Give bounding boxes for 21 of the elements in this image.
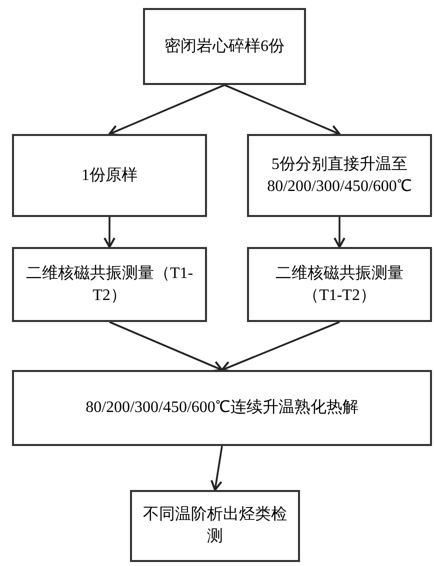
box-label: 80/200/300/450/600℃连续升温熟化热解 bbox=[86, 398, 358, 418]
arrow bbox=[221, 321, 340, 372]
process-box bbox=[12, 134, 207, 217]
process-box bbox=[143, 8, 306, 85]
arrow bbox=[334, 217, 346, 248]
arrow bbox=[210, 446, 223, 491]
arrow bbox=[108, 84, 225, 136]
arrow bbox=[109, 321, 223, 372]
process-box bbox=[247, 134, 432, 217]
box-label: 不同温阶析出烃类检测 bbox=[142, 504, 288, 547]
box-label: 二维核磁共振测量（T1-T2） bbox=[274, 264, 404, 306]
arrow bbox=[224, 84, 340, 136]
box-label: 密闭岩心碎样6份 bbox=[164, 36, 284, 57]
process-box bbox=[247, 247, 432, 322]
arrow bbox=[104, 217, 116, 248]
process-box bbox=[130, 490, 300, 562]
box-label: 5份分别直接升温至80/200/300/450/600℃ bbox=[266, 154, 413, 196]
box-label: 1份原样 bbox=[82, 166, 138, 186]
box-label: 二维核磁共振测量（T1-T2） bbox=[24, 264, 194, 306]
process-box bbox=[12, 370, 432, 446]
process-box bbox=[12, 247, 207, 322]
